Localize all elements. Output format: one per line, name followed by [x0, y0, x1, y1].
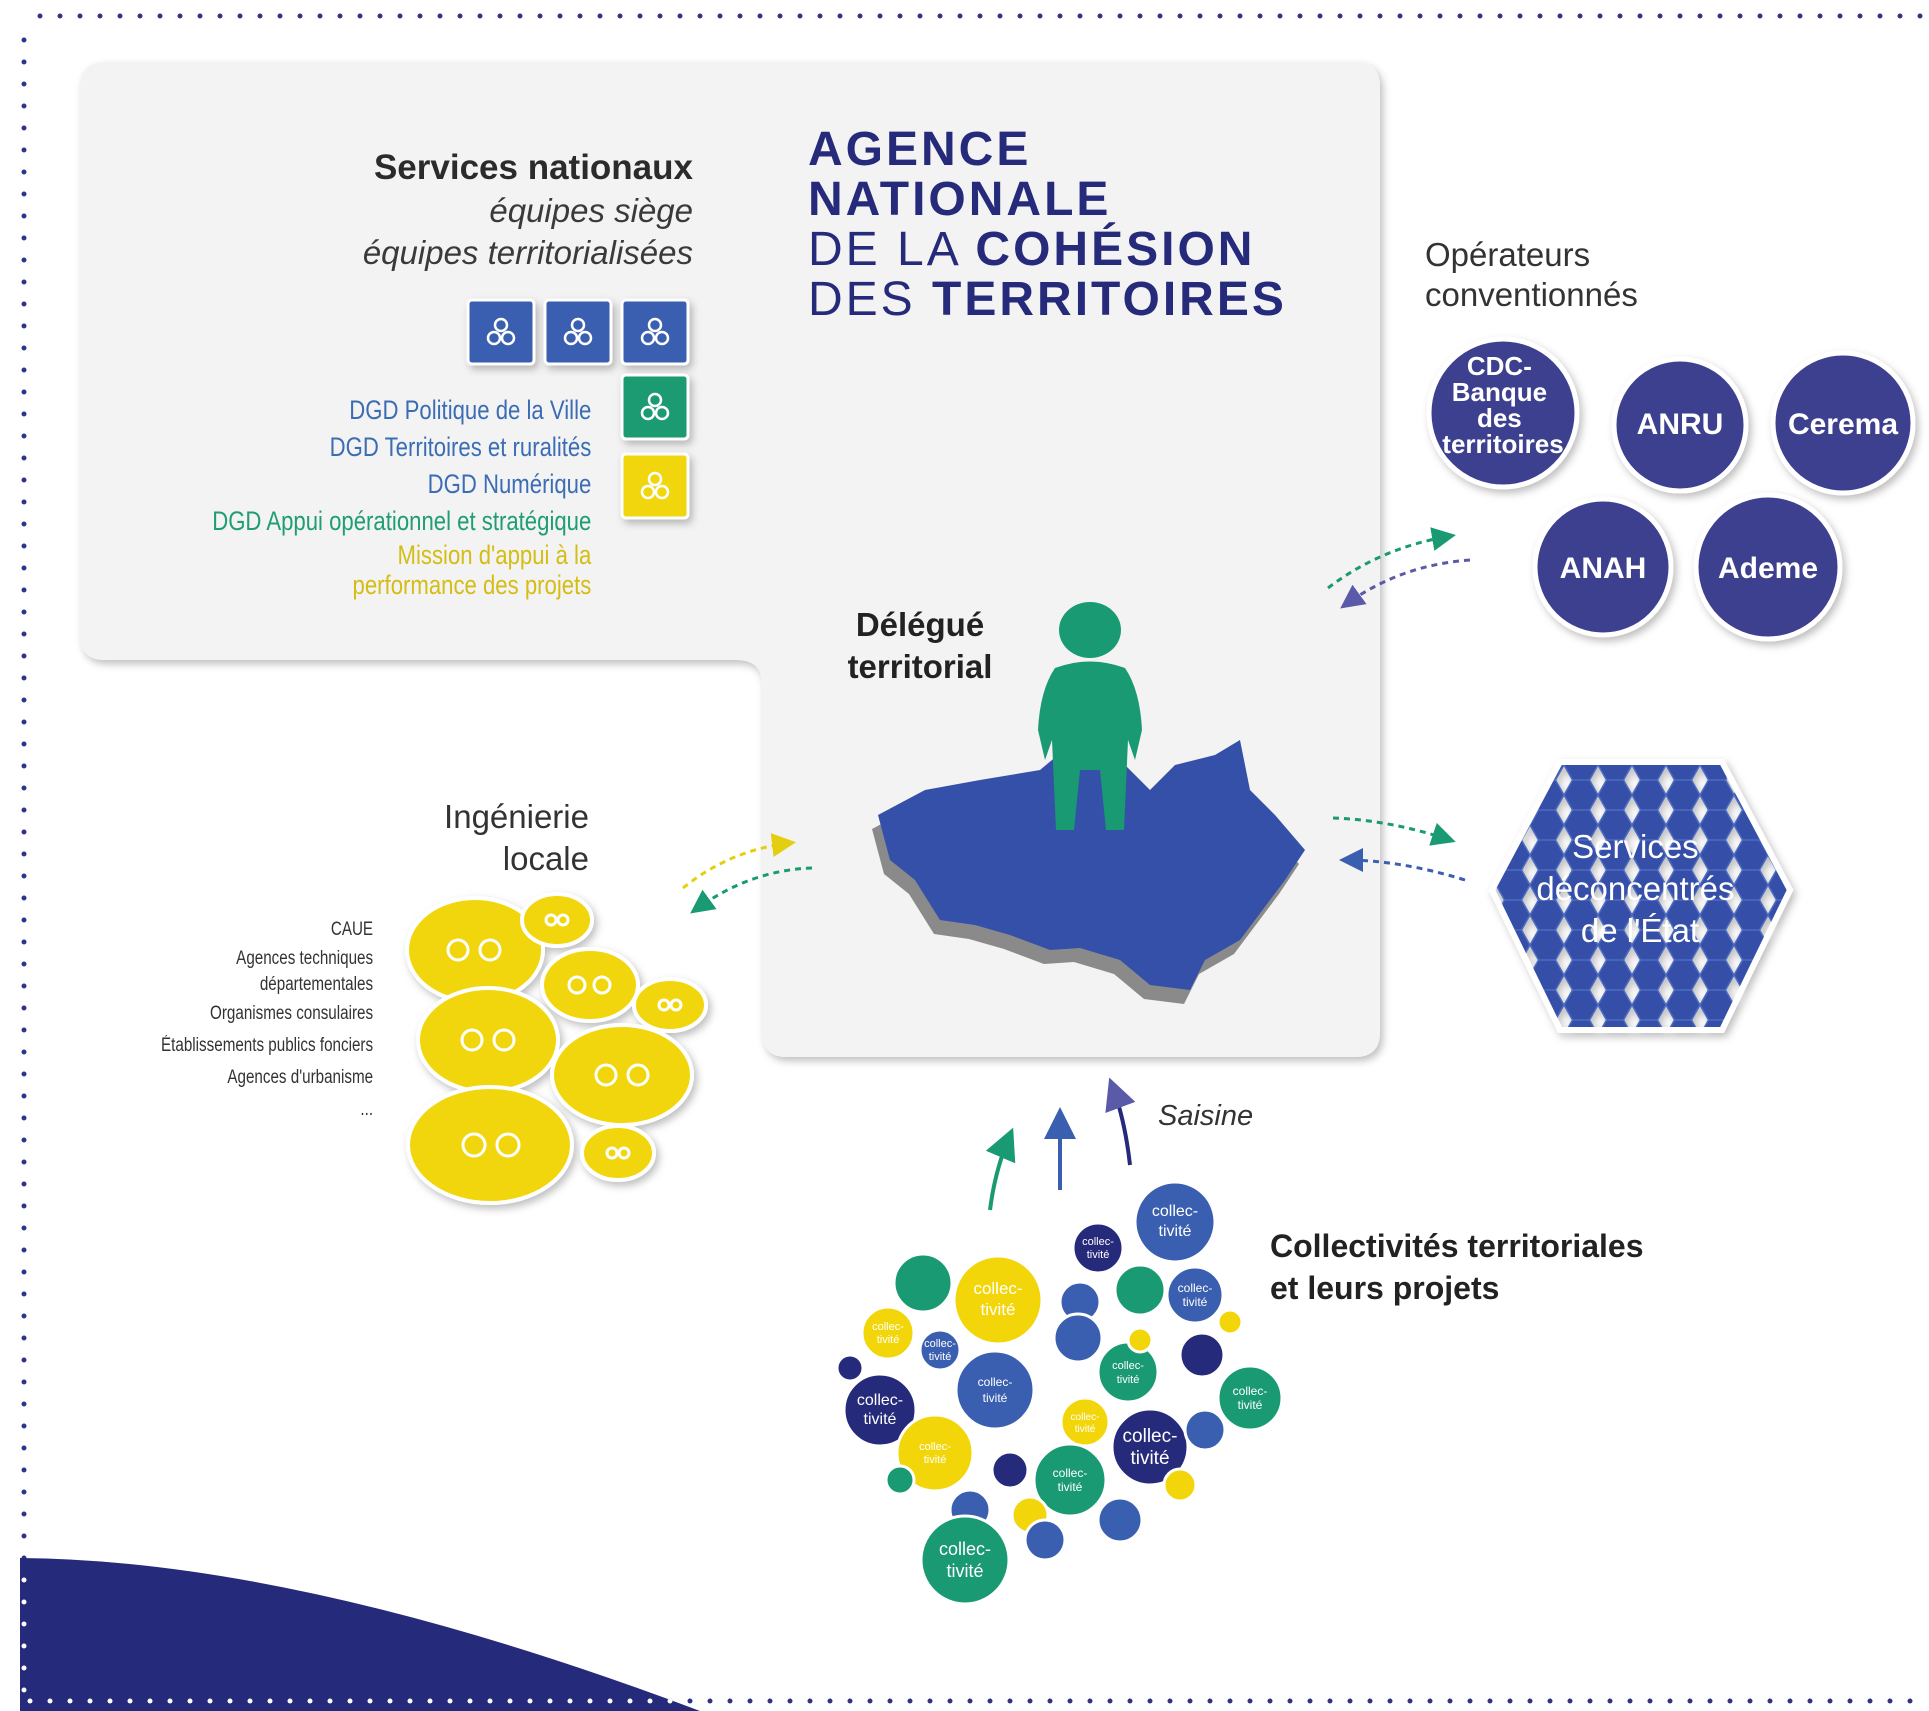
service-squares: [466, 298, 690, 520]
services-nationaux: Services nationaux équipes siège équipes…: [0, 148, 693, 272]
ingenierie-item-caue: CAUE: [330, 919, 373, 940]
circle-anah: [1532, 496, 1674, 638]
dgd-appui: DGD Appui opérationnel et stratégique: [211, 506, 591, 536]
cdc-line-3: des: [1477, 403, 1522, 433]
deconcentres-line-1: Services: [1572, 828, 1699, 865]
person-icon: [1038, 602, 1142, 830]
ademe-label: Ademe: [1718, 552, 1818, 585]
svg-text:collec-tivité: collec-tivité: [1152, 1203, 1198, 1240]
deconcentres-line-3: de l'État: [1581, 912, 1699, 949]
anah-label: ANAH: [1560, 552, 1647, 585]
ingenierie-list: CAUE Agences techniques départementales …: [108, 914, 373, 1126]
agency-title: AGENCE NATIONALE DE LA COHÉSION DES TERR…: [808, 125, 1287, 325]
cdc-line-4: territoires: [1442, 429, 1563, 459]
dotted-frame: [21, 13, 1928, 1704]
services-subtitle-1: équipes siège: [489, 192, 693, 229]
circle-anru: [1611, 356, 1749, 494]
cdc-line-2: Banque: [1452, 377, 1547, 407]
ingenierie-line-1: Ingénierie: [444, 798, 589, 835]
dgd-numerique: DGD Numérique: [427, 469, 591, 499]
mission-appui-2: performance des projets: [352, 570, 591, 600]
ingenierie-item-epf: Établissements publics fonciers: [160, 1035, 373, 1056]
cerema-label: Cerema: [1788, 408, 1898, 441]
svg-text:collec-tivité: collec-tivité: [924, 1338, 956, 1363]
circle-ademe: [1693, 492, 1843, 642]
collectivites-line-1: Collectivités territoriales: [1270, 1228, 1644, 1264]
services-title: Services nationaux: [373, 148, 693, 187]
svg-text:collec-tivité: collec-tivité: [1178, 1281, 1213, 1309]
svg-text:collec-tivité: collec-tivité: [1112, 1360, 1144, 1386]
deconcentres-line-2: déconcentrés: [1536, 870, 1734, 907]
mission-appui-1: Mission d'appui à la: [397, 540, 591, 570]
circle-cdc: [1426, 336, 1580, 490]
territory-map: [872, 740, 1305, 1004]
agency-line-4: DES TERRITOIRES: [808, 273, 1287, 326]
ingenierie-blobs: [405, 892, 708, 1205]
ingenierie-item-agences-techniques: Agences techniques: [236, 948, 373, 969]
delegue-line-1: Délégué: [855, 606, 985, 643]
operateurs-line-2: conventionnés: [1425, 276, 1638, 313]
dgd-territoires: DGD Territoires et ruralités: [329, 432, 591, 462]
svg-text:collec-tivité: collec-tivité: [1233, 1384, 1268, 1412]
cdc-line-1: CDC-: [1467, 351, 1532, 381]
circle-cerema: [1770, 350, 1916, 496]
svg-text:collec-tivité: collec-tivité: [939, 1539, 991, 1581]
svg-text:collec-tivité: collec-tivité: [919, 1441, 951, 1466]
dgd-list: DGD Politique de la Ville DGD Territoire…: [129, 392, 591, 600]
collectivites-line-2: et leurs projets: [1270, 1270, 1500, 1306]
ingenierie-line-2: locale: [502, 840, 589, 877]
services-deconcentres-shape: Services déconcentrés de l'État: [1488, 759, 1794, 1033]
ingenierie-item-agences-urbanisme: Agences d'urbanisme: [227, 1067, 373, 1088]
gear-icons: [446, 913, 683, 1160]
svg-text:collec-tivité: collec-tivité: [1082, 1236, 1114, 1261]
svg-text:collec-tivité: collec-tivité: [973, 1279, 1022, 1319]
collectivites-title: Collectivités territoriales et leurs pro…: [1270, 1225, 1643, 1309]
corner-shape: [20, 1558, 700, 1711]
svg-text:collec-tivité: collec-tivité: [1053, 1466, 1088, 1494]
svg-text:Services déconcentrés: Services déconcentrés de l'État: [1536, 828, 1743, 949]
operateurs-title: Opérateurs conventionnés: [1425, 235, 1638, 315]
collectivite-bubble-labels: collec-tivité collec-tivité collec-tivit…: [857, 1203, 1267, 1581]
services-subtitle-2: équipes territorialisées: [362, 234, 693, 271]
agency-line-1: AGENCE: [808, 123, 1032, 176]
anru-label: ANRU: [1637, 408, 1724, 441]
agency-line-2: NATIONALE: [808, 173, 1112, 226]
saisine-arrows: [985, 1077, 1136, 1211]
agency-line-3: DE LA COHÉSION: [808, 223, 1256, 276]
ingenierie-item-departementales: départementales: [259, 974, 373, 995]
ingenierie-item-ellipsis: ...: [360, 1099, 373, 1120]
operateurs-line-1: Opérateurs: [1425, 236, 1591, 273]
ingenierie-item-organismes: Organismes consulaires: [209, 1003, 373, 1024]
svg-text:collec-tivité: collec-tivité: [872, 1321, 904, 1346]
svg-text:collec-tivité: collec-tivité: [857, 1392, 903, 1428]
ingenierie-title: Ingénierie locale: [289, 796, 589, 880]
saisine-label: Saisine: [1158, 1100, 1254, 1132]
svg-text:collec-tivité: collec-tivité: [1071, 1412, 1100, 1435]
delegue-line-2: territorial: [847, 648, 993, 685]
svg-text:CDC- Banque des: CDC- Banque des territoires: [1442, 351, 1563, 459]
collectivites-cluster: [835, 1180, 1284, 1606]
dgd-politique-ville: DGD Politique de la Ville: [348, 395, 591, 425]
operator-circles: CDC- Banque des territoires ANRU Cerema …: [1426, 336, 1916, 642]
connection-arrows: [682, 527, 1471, 914]
svg-text:collec-tivité: collec-tivité: [1123, 1426, 1178, 1469]
svg-text:collec-tivité: collec-tivité: [978, 1375, 1013, 1405]
delegue-territorial: Délégué territorial: [830, 604, 1010, 688]
